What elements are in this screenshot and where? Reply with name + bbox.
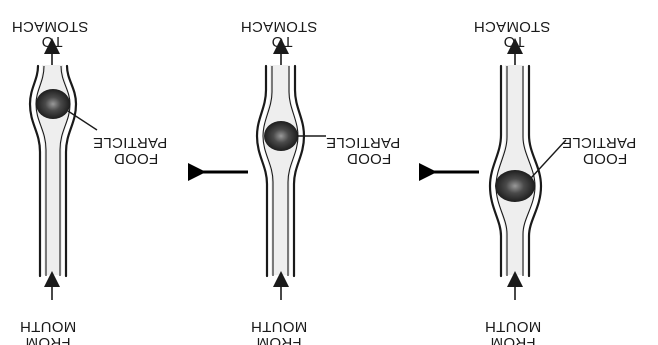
food-label-right: FOOD [583, 150, 628, 167]
food-particle-label-middle: PARTICLE [326, 134, 400, 151]
to-label-middle: TO [271, 33, 292, 50]
mouth-label-left: MOUTH [20, 318, 77, 335]
to-stomach-label-middle: STOMACH [241, 18, 318, 35]
esophagus-wall-right-outer-middle [294, 66, 304, 276]
food-bolus-left [36, 89, 70, 119]
esophagus-wall-left-outer-middle [257, 66, 267, 276]
food-bolus-middle [264, 121, 298, 151]
mouth-label-right: MOUTH [485, 318, 542, 335]
panel-right: STOMACH TO PARTICLE FOOD MOUTH FROM [474, 18, 637, 345]
to-stomach-label-left: STOMACH [12, 18, 89, 35]
food-particle-label-left: PARTICLE [93, 134, 167, 151]
panel-middle: STOMACH TO PARTICLE FOOD MOUTH FROM [241, 18, 401, 345]
panel-left: STOMACH TO PARTICLE FOOD MOUTH FROM [12, 18, 168, 345]
to-label-right: TO [503, 33, 524, 50]
food-label-left: FOOD [114, 150, 159, 167]
food-label-middle: FOOD [347, 150, 392, 167]
leader-line-right [531, 140, 566, 178]
food-bolus-right [495, 170, 535, 202]
mouth-label-middle: MOUTH [251, 318, 308, 335]
from-label-left: FROM [25, 334, 70, 345]
to-stomach-label-right: STOMACH [474, 18, 551, 35]
food-particle-label-right: PARTICLE [562, 134, 636, 151]
from-label-middle: FROM [256, 334, 301, 345]
from-label-right: FROM [490, 334, 535, 345]
